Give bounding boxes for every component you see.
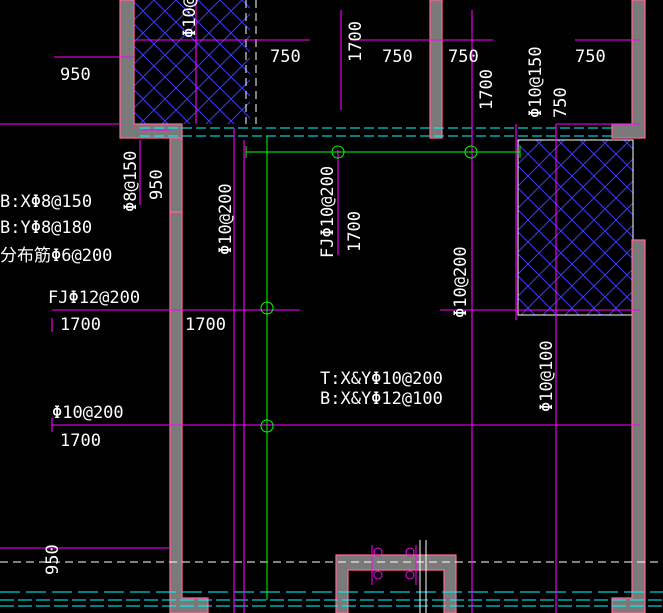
label-by1: B:YΦ8@180 xyxy=(0,218,92,238)
label-d750e: 750 xyxy=(551,87,571,118)
label-r4: Φ10@200 xyxy=(451,246,471,318)
label-d750a: 750 xyxy=(270,47,301,67)
label-fj1: FJΦ10@200 xyxy=(318,166,338,258)
label-d1700e: 1700 xyxy=(185,315,226,335)
label-d1700b: 1700 xyxy=(477,69,497,110)
label-d750c: 750 xyxy=(448,47,479,67)
label-d1700c: 1700 xyxy=(345,211,365,252)
label-r2: Φ8@150 xyxy=(121,151,141,212)
label-r6: Φ10@200 xyxy=(52,403,124,423)
cyan-lines xyxy=(0,127,663,607)
label-bx1: B:XΦ8@150 xyxy=(0,192,92,212)
rebar-lines xyxy=(0,0,640,613)
label-t2: T:X&YΦ10@200 xyxy=(320,369,443,389)
hatched-area-right xyxy=(518,140,633,315)
label-r5: Φ10@100 xyxy=(537,340,557,412)
label-d750b: 750 xyxy=(382,47,413,67)
label-r3: Φ10@200 xyxy=(216,183,236,255)
hatched-area-top-left xyxy=(134,0,250,124)
label-r1: Φ10@150 xyxy=(526,46,546,118)
white-dashed xyxy=(0,0,663,563)
label-dist: 分布筋Φ6@200 xyxy=(0,246,112,266)
label-d950c: 950 xyxy=(43,544,63,575)
label-d750d: 750 xyxy=(575,47,606,67)
axis-lines xyxy=(245,136,521,600)
label-t1: Φ10@ xyxy=(180,0,200,38)
label-b2: B:X&YΦ12@100 xyxy=(320,389,443,409)
pit-detail xyxy=(371,545,417,585)
pit-white-lines xyxy=(419,540,427,613)
label-d950b: 950 xyxy=(147,169,167,200)
label-d1700a: 1700 xyxy=(346,21,366,62)
hatched-border-right xyxy=(517,139,634,316)
label-d1700f: 1700 xyxy=(60,431,101,451)
label-fj2: FJΦ12@200 xyxy=(48,288,140,308)
label-d950a: 950 xyxy=(60,65,91,85)
label-d1700d: 1700 xyxy=(60,315,101,335)
